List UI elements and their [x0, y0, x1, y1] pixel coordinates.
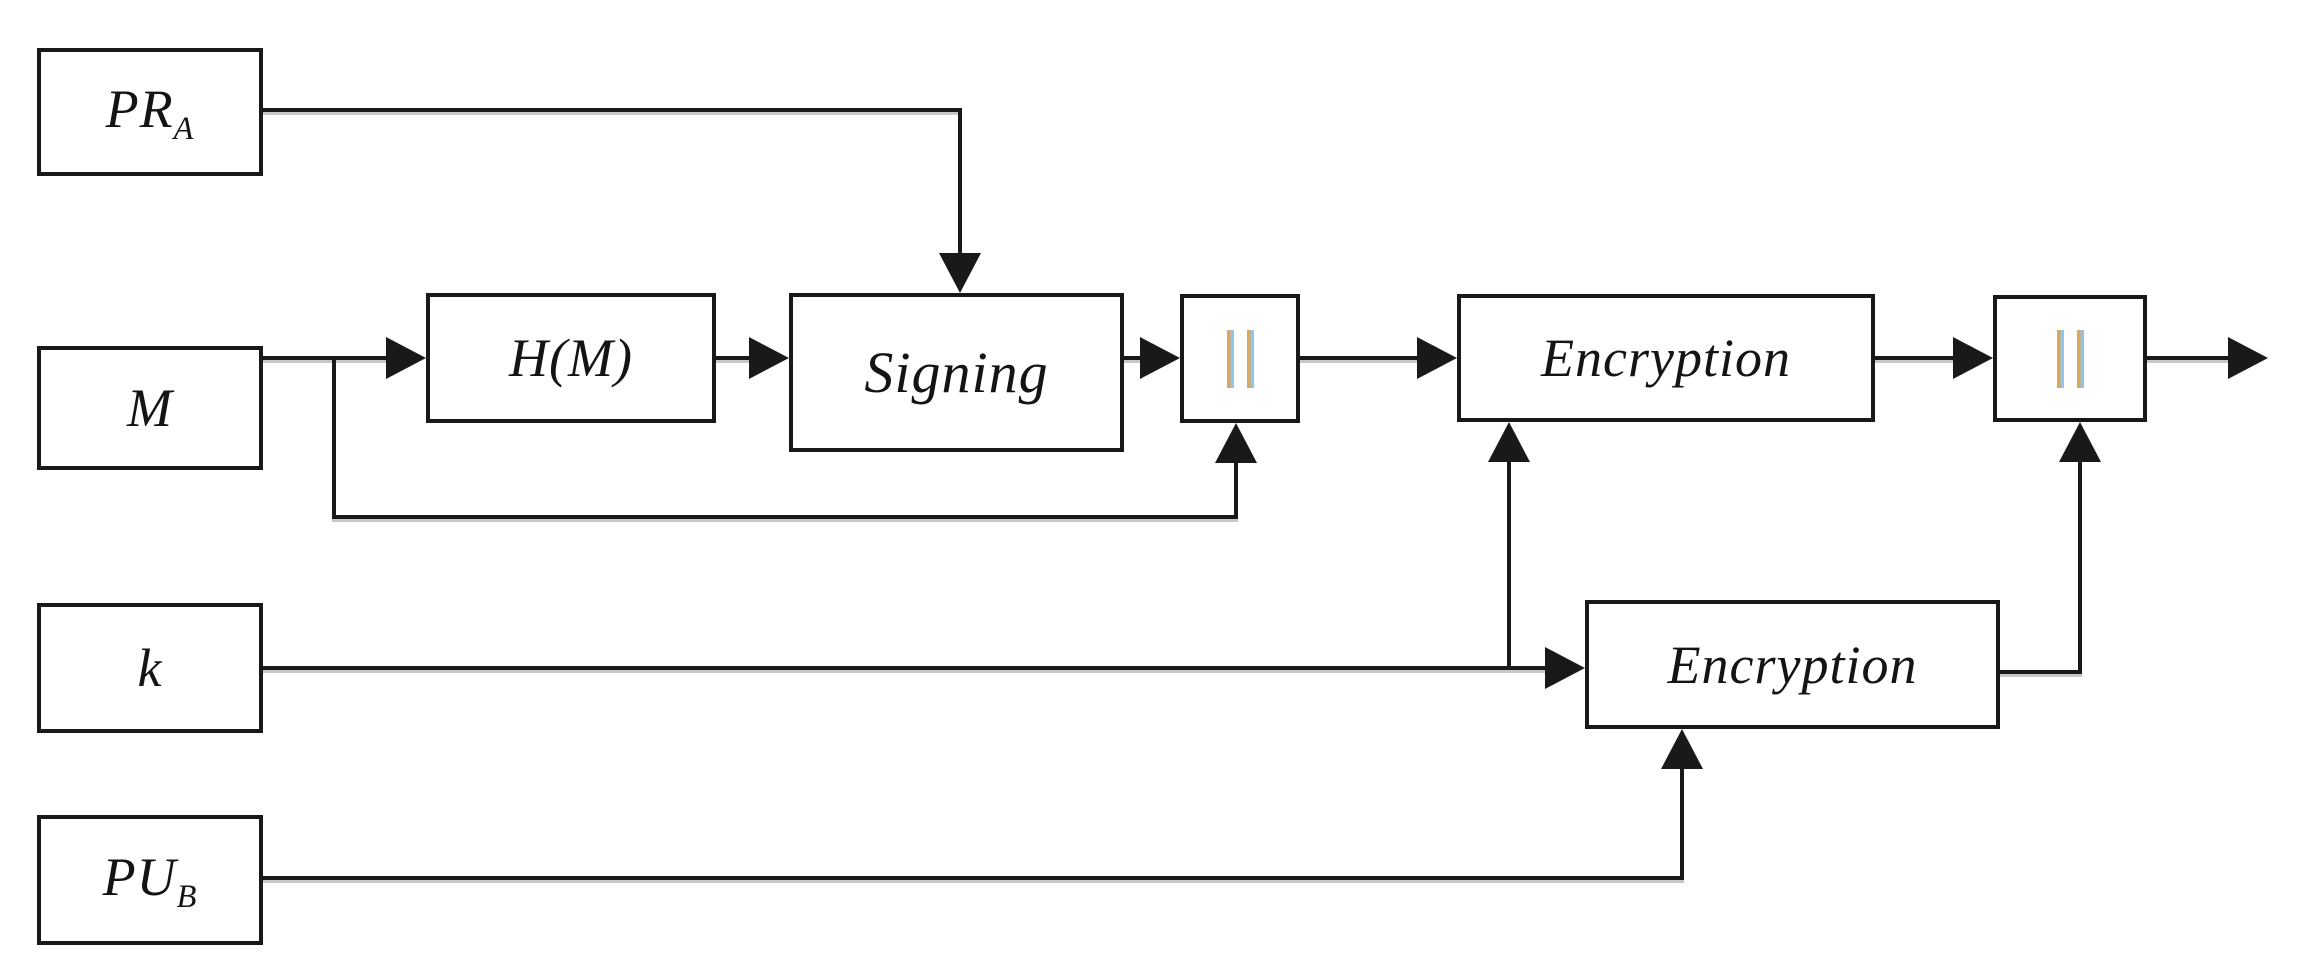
node-signing: Signing — [789, 293, 1124, 452]
arrowhead-pub-into-key-encryption — [1661, 729, 1703, 769]
arrowhead-encryption-into-concat2 — [1953, 337, 1993, 379]
connector-concat1-to-encryption — [1300, 356, 1417, 360]
connector-pub-vertical — [1680, 767, 1684, 880]
concatenation-bars-icon — [2056, 329, 2084, 388]
connector-k-horizontal — [263, 666, 1545, 670]
node-hash-function-label: H(M) — [509, 328, 633, 388]
connector-key-encryption-out-horizontal — [2000, 670, 2082, 674]
node-encryption-message: Encryption — [1457, 294, 1875, 422]
subscript-b: B — [176, 879, 198, 916]
node-public-key-receiver: PUB — [37, 815, 263, 945]
node-session-key-label: k — [137, 638, 163, 698]
node-message: M — [37, 346, 263, 470]
node-private-key-sender: PRA — [37, 48, 263, 176]
node-public-key-receiver-label: PUB — [102, 847, 198, 916]
concat-bar-icon — [2076, 329, 2084, 388]
connector-pra-horizontal — [263, 108, 962, 112]
node-encryption-key-label: Encryption — [1667, 634, 1918, 695]
node-signing-label: Signing — [864, 340, 1049, 405]
node-concatenation-1: || — [1180, 294, 1300, 423]
connector-signing-to-concat1 — [1124, 356, 1140, 360]
concatenation-bars-icon — [1226, 329, 1254, 388]
arrowhead-k-into-message-encryption — [1488, 422, 1530, 462]
arrowhead-k-into-key-encryption — [1545, 647, 1585, 689]
concat-bar-icon — [1226, 329, 1234, 388]
connector-m-to-hash — [263, 356, 386, 360]
connector-k-branch-vertical — [1507, 462, 1511, 670]
arrowhead-m-into-concat1 — [1215, 423, 1257, 463]
subscript-a: A — [173, 111, 195, 148]
arrowhead-signing-into-concat1 — [1140, 337, 1180, 379]
node-private-key-sender-label: PRA — [105, 79, 195, 148]
connector-key-encryption-out-vertical — [2078, 460, 2082, 674]
concat-bar-icon — [1246, 329, 1254, 388]
concat-bar-icon — [2056, 329, 2064, 388]
arrowhead-hash-into-signing — [749, 337, 789, 379]
connector-encryption-to-concat2 — [1875, 356, 1953, 360]
connector-m-feedback-horizontal — [332, 515, 1238, 519]
node-session-key: k — [37, 603, 263, 733]
arrowhead-final-output — [2228, 337, 2268, 379]
connector-hash-to-signing — [716, 356, 749, 360]
node-encryption-message-label: Encryption — [1541, 328, 1791, 388]
node-encryption-key: Encryption — [1585, 600, 2000, 729]
connector-pub-horizontal — [263, 876, 1684, 880]
arrowhead-concat1-into-encryption — [1417, 337, 1457, 379]
arrowhead-m-into-hash — [386, 337, 426, 379]
node-hash-function: H(M) — [426, 293, 716, 423]
arrowhead-key-encryption-into-concat2 — [2059, 422, 2101, 462]
node-concatenation-2: || — [1993, 295, 2147, 422]
node-message-label: M — [127, 378, 173, 438]
connector-m-branch-vertical — [332, 356, 336, 519]
connector-concat2-to-output — [2147, 356, 2228, 360]
arrowhead-pra-into-signing — [939, 253, 981, 293]
connector-m-feedback-vertical — [1234, 460, 1238, 519]
connector-pra-vertical — [958, 108, 962, 255]
